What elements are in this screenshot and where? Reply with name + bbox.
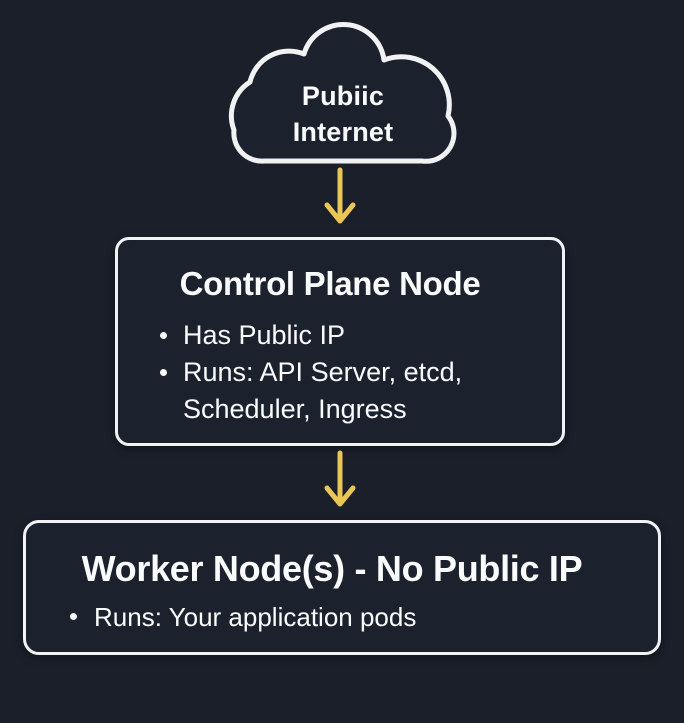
worker-node-title: Worker Node(s) - No Public IP	[81, 548, 583, 589]
cloud-label: Pubiic Internet	[292, 81, 394, 147]
bullet-text: Runs: API Server, etcd, Scheduler, Ingre…	[183, 357, 463, 424]
control-plane-title: Control Plane Node	[179, 265, 481, 302]
arrow-down-icon	[324, 167, 356, 224]
arrow-down-icon	[324, 450, 356, 507]
cloud-icon	[228, 21, 457, 164]
bullet-text: Runs: Your application pods	[94, 602, 417, 632]
list-item: Runs: API Server, etcd, Scheduler, Ingre…	[160, 354, 542, 428]
bullet-dot	[70, 613, 77, 620]
list-item: Runs: Your application pods	[70, 599, 638, 635]
public-internet-cloud: Pubiic Internet	[226, 20, 460, 166]
worker-node-box: Worker Node(s) - No Public IP Runs: Your…	[23, 520, 661, 655]
bullet-text: Has Public IP	[183, 320, 346, 350]
bullet-dot	[160, 332, 167, 339]
control-plane-node-box: Control Plane Node Has Public IP Runs: A…	[115, 237, 565, 446]
list-item: Has Public IP	[160, 317, 542, 354]
worker-node-bullet-list: Runs: Your application pods	[26, 599, 638, 635]
bullet-dot	[160, 369, 167, 376]
control-plane-bullet-list: Has Public IP Runs: API Server, etcd, Sc…	[118, 317, 542, 428]
